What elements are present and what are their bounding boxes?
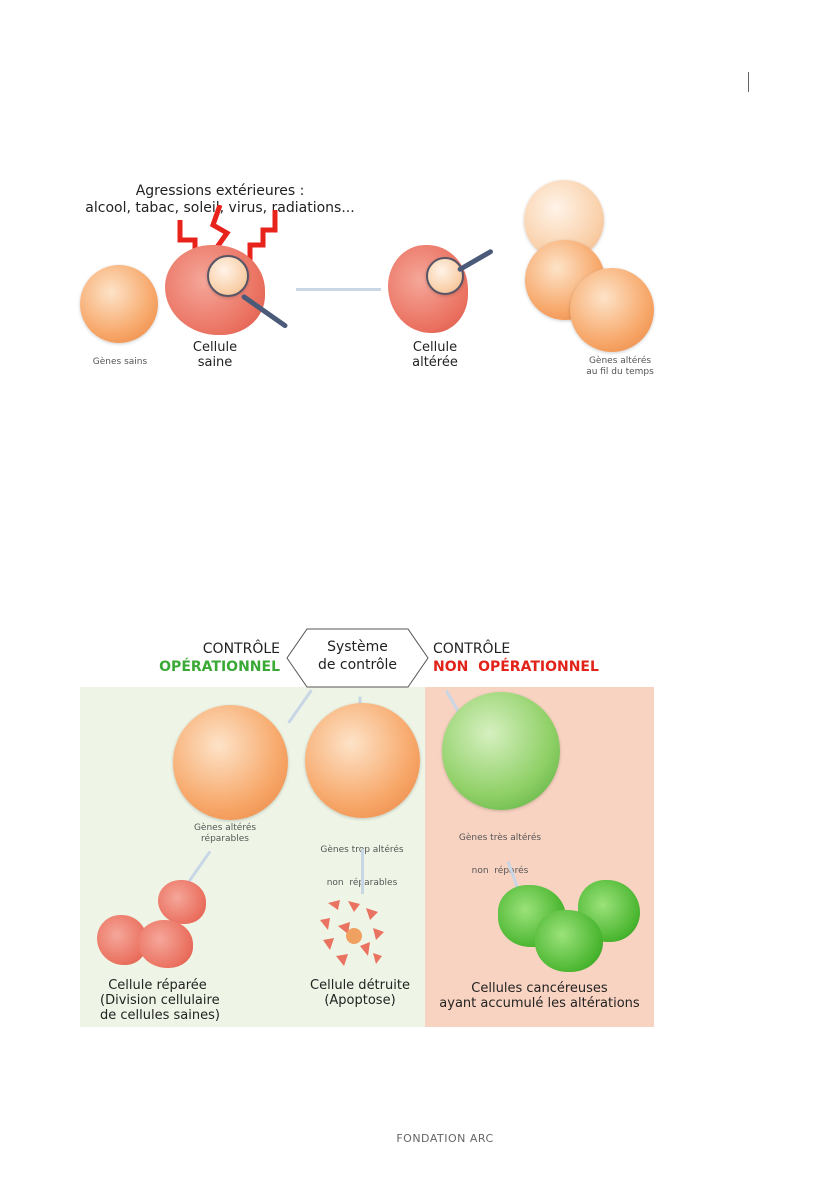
cancer-cells-label: Cellules cancéreuses ayant accumulé les … <box>425 981 654 1011</box>
healthy-genes-orb <box>80 265 158 343</box>
label-line: altérée <box>412 355 458 370</box>
footer-brand: FONDATION ARC <box>396 1132 494 1145</box>
repaired-cell <box>158 880 206 924</box>
cancer-cell <box>535 910 603 972</box>
unrepaired-genes-orb <box>442 692 560 810</box>
label-line: non réparables <box>326 878 398 888</box>
label-line: Cellule détruite <box>310 978 410 993</box>
label-line: Gènes trop altérés <box>320 845 404 855</box>
label-line: Gènes altérés <box>193 823 257 833</box>
altered-genes-orb <box>570 268 654 352</box>
title-line: Agressions extérieures : <box>135 183 305 199</box>
header-line: NON OPÉRATIONNEL <box>433 659 599 675</box>
header-line: CONTRÔLE <box>433 641 511 657</box>
label-line: Gènes altérés <box>588 356 652 366</box>
magnifier-lens-icon <box>426 257 464 295</box>
non-operational-header: CONTRÔLE NON OPÉRATIONNEL <box>433 640 599 676</box>
header-line: CONTRÔLE <box>202 641 280 657</box>
unrepairable-genes-orb <box>305 703 420 818</box>
repaired-cell <box>138 920 193 968</box>
label-line: non réparés <box>471 866 529 876</box>
page-rule <box>748 72 749 92</box>
repairable-genes-label: Gènes altérés réparables <box>170 823 280 845</box>
label-line: Système <box>327 639 388 655</box>
altered-cell-label: Cellule altérée <box>400 340 470 370</box>
label-line: Cellule <box>192 340 238 355</box>
altered-genes-label: Gènes altérés au fil du temps <box>570 356 670 378</box>
label-line: saine <box>197 355 233 370</box>
label-line: Cellule <box>412 340 458 355</box>
label-line: Gènes très altérés <box>458 833 542 843</box>
magnifier-handle <box>456 248 494 273</box>
label-line: Cellules cancéreuses <box>471 981 608 996</box>
label-line: Cellule réparée <box>108 978 207 993</box>
healthy-cell-label: Cellule saine <box>180 340 250 370</box>
header-line: OPÉRATIONNEL <box>159 659 280 675</box>
operational-header: CONTRÔLE OPÉRATIONNEL <box>150 640 280 676</box>
repaired-cell-label: Cellule réparée (Division cellulaire de … <box>100 978 220 1023</box>
apoptosis-fragments <box>320 900 384 966</box>
label-line: de cellules saines) <box>100 1008 220 1023</box>
label-line: (Apoptose) <box>324 993 396 1008</box>
outcome-arrow <box>361 849 364 894</box>
destroyed-cell-label: Cellule détruite (Apoptose) <box>305 978 415 1008</box>
label-line: ayant accumulé les altérations <box>439 996 640 1011</box>
unrepairable-genes-label: Gènes trop altérés non réparables <box>302 823 422 911</box>
healthy-genes-label: Gènes sains <box>92 357 148 367</box>
label-line: de contrôle <box>317 657 398 673</box>
label-line: au fil du temps <box>586 367 654 377</box>
magnifier-lens-icon <box>207 255 249 297</box>
progression-arrow <box>296 288 381 291</box>
label-line: (Division cellulaire <box>100 993 220 1008</box>
control-system-hexagon <box>286 628 429 688</box>
label-line: réparables <box>201 834 249 844</box>
repairable-genes-orb <box>173 705 288 820</box>
control-system-label: Système de contrôle <box>295 638 420 674</box>
